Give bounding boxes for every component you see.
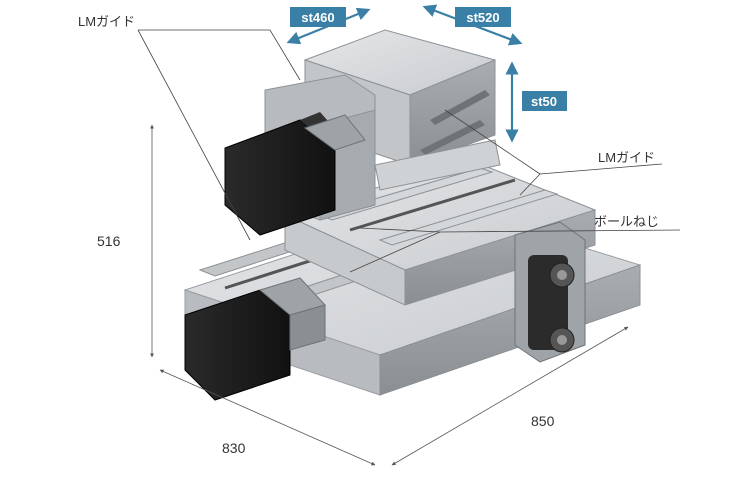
badge-z-bg	[522, 91, 567, 111]
width-dim-line	[391, 326, 629, 466]
upper-motor	[224, 112, 366, 236]
upper-ball-screw	[349, 178, 516, 232]
belt-housing	[514, 221, 586, 363]
stroke-x-label: st460	[301, 10, 334, 25]
stroke-z-label: st50	[531, 94, 557, 109]
stroke-y-label: st520	[466, 10, 499, 25]
depth-dim-line	[159, 369, 376, 466]
label-ball-screw: ボールねじ	[594, 214, 659, 229]
leader-lines	[137, 29, 681, 273]
badge-y: st520	[455, 7, 511, 27]
badge-x-bg	[290, 7, 346, 27]
dim-depth-label: 830	[222, 440, 246, 456]
leader-ball-screw-2	[349, 231, 441, 273]
dim-height-label: 516	[97, 233, 121, 249]
badge-x: st460	[290, 7, 346, 27]
dimension-lines	[150, 124, 629, 466]
dim-width-label: 850	[531, 413, 555, 429]
label-lm-guide-top: LMガイド	[78, 14, 135, 29]
leader-lm-guide-bottom	[137, 29, 251, 241]
leader-lm-guide-right-2	[444, 109, 541, 175]
badge-z: st50	[522, 91, 567, 111]
badge-y-bg	[455, 7, 511, 27]
leader-lm-guide-top	[138, 29, 301, 81]
label-lm-guide-right: LMガイド	[598, 150, 655, 165]
